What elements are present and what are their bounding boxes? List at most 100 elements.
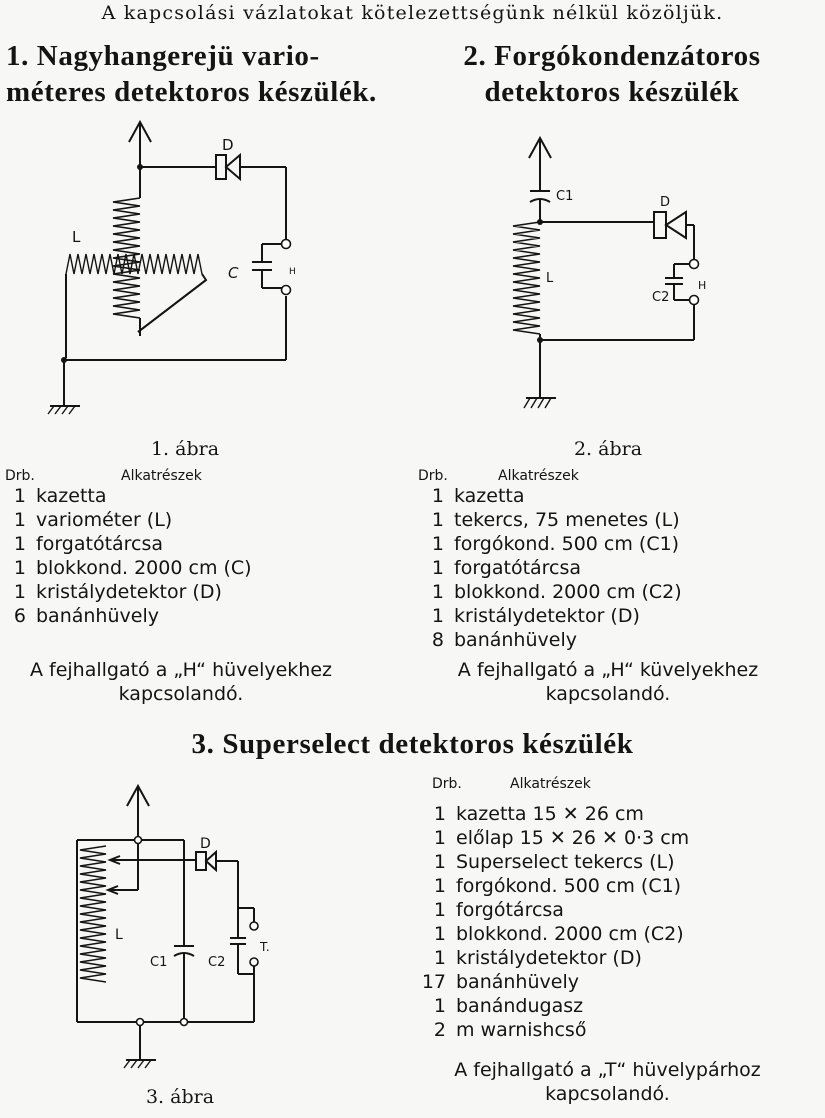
part-name: forgókond. 500 cm (C1): [456, 875, 682, 897]
part-name: kristálydetektor (D): [454, 605, 640, 627]
part-qty: 1: [431, 581, 444, 603]
part-name: blokkond. 2000 cm (C): [36, 557, 252, 579]
part-qty: 6: [13, 605, 26, 627]
d1-label-H: H: [289, 267, 296, 277]
part-qty: 1: [431, 557, 444, 579]
parts1-qty-header: Drb.: [5, 468, 35, 484]
section1-note-line2: kapcsolandó.: [118, 683, 244, 705]
part-qty: 1: [13, 485, 26, 507]
part-qty: 1: [433, 995, 446, 1017]
part-qty: 2: [433, 1019, 446, 1041]
section3-title: 3. Superselect detektoros készülék: [191, 728, 634, 760]
section3-note-line2: kapcsolandó.: [545, 1083, 670, 1105]
part-name: m warnishcső: [456, 1019, 587, 1041]
part-name: forgótárcsa: [456, 899, 564, 921]
part-qty: 1: [431, 605, 444, 627]
parts-row: 1 forgatótárcsa: [0, 532, 252, 556]
part-name: kristálydetektor (D): [36, 581, 222, 603]
figure2-caption: 2. ábra: [573, 438, 643, 460]
section1-title-line2: méteres detektoros készülék.: [6, 76, 377, 108]
parts-row: 1 kazetta 15 ✕ 26 cm: [420, 802, 689, 826]
part-name: banánhüvely: [456, 971, 579, 993]
d3-label-C2: C2: [208, 955, 225, 970]
parts2-header: Drb. Alkatrészek: [418, 468, 579, 484]
part-qty: 1: [13, 581, 26, 603]
d2-label-C1: C1: [556, 189, 573, 204]
parts2-qty-header: Drb.: [418, 468, 448, 484]
d2-label-H: H: [698, 279, 706, 292]
d2-label-C2: C2: [652, 290, 669, 305]
section2-note-line2: kapcsolandó.: [545, 683, 671, 705]
part-name: blokkond. 2000 cm (C2): [456, 923, 684, 945]
parts1-header: Drb.Alkatrészek: [5, 468, 202, 484]
part-qty: 1: [433, 875, 446, 897]
part-name: kristálydetektor (D): [456, 947, 642, 969]
diagram-2: C1 D L C2 H: [512, 135, 706, 409]
parts-row: 1 variométer (L): [0, 508, 252, 532]
parts-row: 8 banánhüvely: [418, 628, 682, 652]
parts-row: 1 blokkond. 2000 cm (C2): [418, 580, 682, 604]
parts-row: 1 forgókond. 500 cm (C1): [418, 532, 682, 556]
parts2-name-header: Alkatrészek: [498, 468, 579, 484]
d1-label-D: D: [222, 136, 234, 154]
parts-row: 1 tekercs, 75 menetes (L): [418, 508, 682, 532]
section3-note-line1: A fejhallgató a „T“ hüvelypárhoz: [454, 1059, 761, 1081]
part-name: Superselect tekercs (L): [456, 851, 675, 873]
figure3-caption: 3. ábra: [145, 1086, 215, 1108]
part-qty: 8: [431, 629, 444, 651]
part-qty: 1: [433, 803, 446, 825]
parts-row: 1 kristálydetektor (D): [418, 604, 682, 628]
parts-row: 1 forgókond. 500 cm (C1): [420, 874, 689, 898]
section2-title: 2. Forgókondenzátoros detektoros készülé…: [442, 38, 782, 110]
part-qty: 17: [421, 971, 446, 993]
d2-label-L: L: [546, 271, 554, 286]
part-qty: 1: [431, 533, 444, 555]
parts-row: 2 m warnishcső: [420, 1018, 689, 1042]
part-name: blokkond. 2000 cm (C2): [454, 581, 682, 603]
part-name: tekercs, 75 menetes (L): [454, 509, 680, 531]
parts3-header: Drb. Alkatrészek: [432, 776, 591, 792]
d3-label-C1: C1: [150, 955, 167, 970]
d3-label-L: L: [115, 927, 123, 943]
parts2-list: 1 kazetta 1 tekercs, 75 menetes (L) 1 forgóko…: [418, 484, 682, 652]
part-name: kazetta: [36, 485, 107, 507]
part-name: variométer (L): [36, 509, 173, 531]
section1-title-line1: 1. Nagyhangerejü vario-: [6, 40, 320, 72]
d3-label-D: D: [200, 836, 211, 852]
section2-note: A fejhallgató a „H“ küvelyekhez kapcsola…: [426, 658, 790, 706]
header-note: A kapcsolási vázlatokat kötelezettségünk…: [101, 2, 724, 24]
part-name: forgatótárcsa: [36, 533, 164, 555]
parts-row: 1 blokkond. 2000 cm (C2): [420, 922, 689, 946]
part-qty: 1: [13, 509, 26, 531]
part-qty: 1: [433, 923, 446, 945]
part-qty: 1: [13, 533, 26, 555]
section3-note: A fejhallgató a „T“ hüvelypárhoz kapcsol…: [420, 1058, 795, 1106]
part-name: banándugasz: [456, 995, 584, 1017]
diagram-3: D L C1 C2 T.: [76, 783, 270, 1069]
part-qty: 1: [433, 827, 446, 849]
section1-note-line1: A fejhallgató a „H“ hüvelyekhez: [29, 659, 333, 681]
part-qty: 1: [433, 947, 446, 969]
parts-row: 1 kristálydetektor (D): [420, 946, 689, 970]
parts3-qty-header: Drb.: [432, 776, 462, 792]
part-name: kazetta 15 ✕ 26 cm: [456, 803, 644, 825]
part-name: kazetta: [454, 485, 525, 507]
section1-note: A fejhallgató a „H“ hüvelyekhez kapcsola…: [0, 658, 362, 706]
section1-title: 1. Nagyhangerejü vario- méteres detektor…: [6, 38, 377, 110]
d2-label-D: D: [660, 195, 670, 210]
part-qty: 1: [431, 509, 444, 531]
d1-label-C: C: [228, 264, 239, 282]
part-name: forgókond. 500 cm (C1): [454, 533, 680, 555]
section2-title-line1: 2. Forgókondenzátoros: [463, 40, 761, 72]
d1-label-L: L: [72, 228, 81, 246]
parts-row: 1 banándugasz: [420, 994, 689, 1018]
part-name: banánhüvely: [454, 629, 577, 651]
parts3-name-header: Alkatrészek: [510, 776, 591, 792]
